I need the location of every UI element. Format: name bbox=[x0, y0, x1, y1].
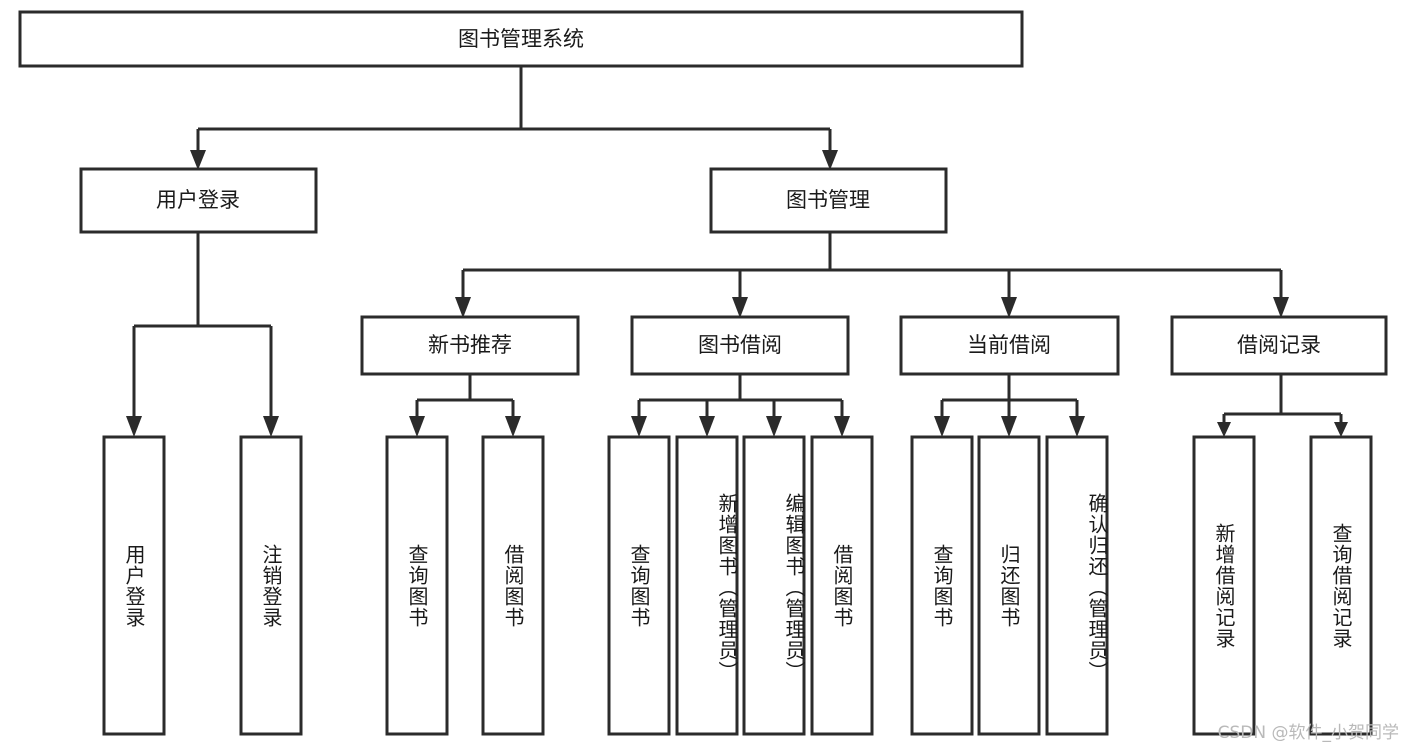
csdn-watermark: CSDN @软件_小贺同学 bbox=[1217, 723, 1399, 743]
leaf-rect-br-add-record[interactable] bbox=[1192, 435, 1256, 736]
node-new-book-label: 新书推荐 bbox=[428, 333, 512, 357]
leaf-rect-br-query-record[interactable] bbox=[1309, 435, 1373, 736]
node-book-borrow-rect[interactable] bbox=[630, 315, 850, 376]
arrow-leaf-logout bbox=[263, 416, 279, 437]
arrow-book-manage bbox=[822, 150, 838, 170]
arrow-current-borrow bbox=[1001, 297, 1017, 318]
node-borrow-record-label: 借阅记录 bbox=[1237, 333, 1321, 357]
arrow-borrow-record bbox=[1273, 297, 1289, 318]
node-borrow-record-rect[interactable] bbox=[1170, 315, 1388, 376]
node-current-borrow-label: 当前借阅 bbox=[967, 333, 1051, 357]
arrow-user-login bbox=[190, 150, 206, 170]
arrow-bb-leaf3 bbox=[766, 416, 782, 437]
arrow-new-book bbox=[455, 297, 471, 318]
leaf-rect-bb-query-book[interactable] bbox=[607, 435, 671, 736]
node-root[interactable]: 图书管理系统 bbox=[18, 10, 1024, 68]
node-new-book-rect[interactable] bbox=[360, 315, 580, 376]
arrow-bb-leaf4 bbox=[834, 416, 850, 437]
arrow-cb-leaf3 bbox=[1069, 416, 1085, 437]
node-book-manage-label: 图书管理 bbox=[786, 188, 870, 212]
arrow-cb-leaf2 bbox=[1001, 416, 1017, 437]
leaf-boxes-current-borrow bbox=[910, 435, 1109, 736]
leaf-boxes-new-book bbox=[385, 435, 545, 736]
leaf-boxes-borrow-record bbox=[1192, 435, 1373, 736]
leaf-rect-nb-borrow-book[interactable] bbox=[481, 435, 545, 736]
node-book-manage-rect[interactable] bbox=[709, 167, 948, 234]
leaf-rect-logout[interactable] bbox=[239, 435, 303, 736]
leaf-rect-cb-confirm-return[interactable] bbox=[1045, 435, 1109, 736]
node-current-borrow[interactable]: 当前借阅 bbox=[899, 315, 1120, 376]
leaf-rect-nb-query-book[interactable] bbox=[385, 435, 449, 736]
leaf-boxes-user-login bbox=[102, 435, 303, 736]
leaf-rect-cb-query-book[interactable] bbox=[910, 435, 974, 736]
arrow-nb-leaf2 bbox=[505, 416, 521, 437]
node-new-book-recommend[interactable]: 新书推荐 bbox=[360, 315, 580, 376]
node-book-borrow[interactable]: 图书借阅 bbox=[630, 315, 850, 376]
arrow-br-leaf1 bbox=[1217, 422, 1231, 437]
leaf-rect-user-login[interactable] bbox=[102, 435, 166, 736]
leaf-rect-bb-edit-book[interactable] bbox=[742, 435, 806, 736]
leaf-boxes-book-borrow bbox=[607, 435, 874, 736]
node-book-manage[interactable]: 图书管理 bbox=[709, 167, 948, 234]
edge-layer bbox=[126, 66, 1348, 437]
arrow-cb-leaf1 bbox=[934, 416, 950, 437]
node-user-login[interactable]: 用户登录 bbox=[79, 167, 318, 234]
node-user-login-rect[interactable] bbox=[79, 167, 318, 234]
node-root-label: 图书管理系统 bbox=[458, 27, 584, 51]
arrow-br-leaf2 bbox=[1334, 422, 1348, 437]
arrow-bb-leaf1 bbox=[631, 416, 647, 437]
node-borrow-record[interactable]: 借阅记录 bbox=[1170, 315, 1388, 376]
leaf-rect-bb-add-book[interactable] bbox=[675, 435, 739, 736]
arrow-book-borrow bbox=[732, 297, 748, 318]
node-user-login-label: 用户登录 bbox=[156, 188, 240, 212]
leaf-rect-cb-return-book[interactable] bbox=[977, 435, 1041, 736]
node-current-borrow-rect[interactable] bbox=[899, 315, 1120, 376]
arrow-leaf-user-login bbox=[126, 416, 142, 437]
leaf-rect-bb-borrow-book[interactable] bbox=[810, 435, 874, 736]
arrow-bb-leaf2 bbox=[699, 416, 715, 437]
arrow-nb-leaf1 bbox=[409, 416, 425, 437]
node-book-borrow-label: 图书借阅 bbox=[698, 333, 782, 357]
node-root-rect[interactable] bbox=[18, 10, 1024, 68]
